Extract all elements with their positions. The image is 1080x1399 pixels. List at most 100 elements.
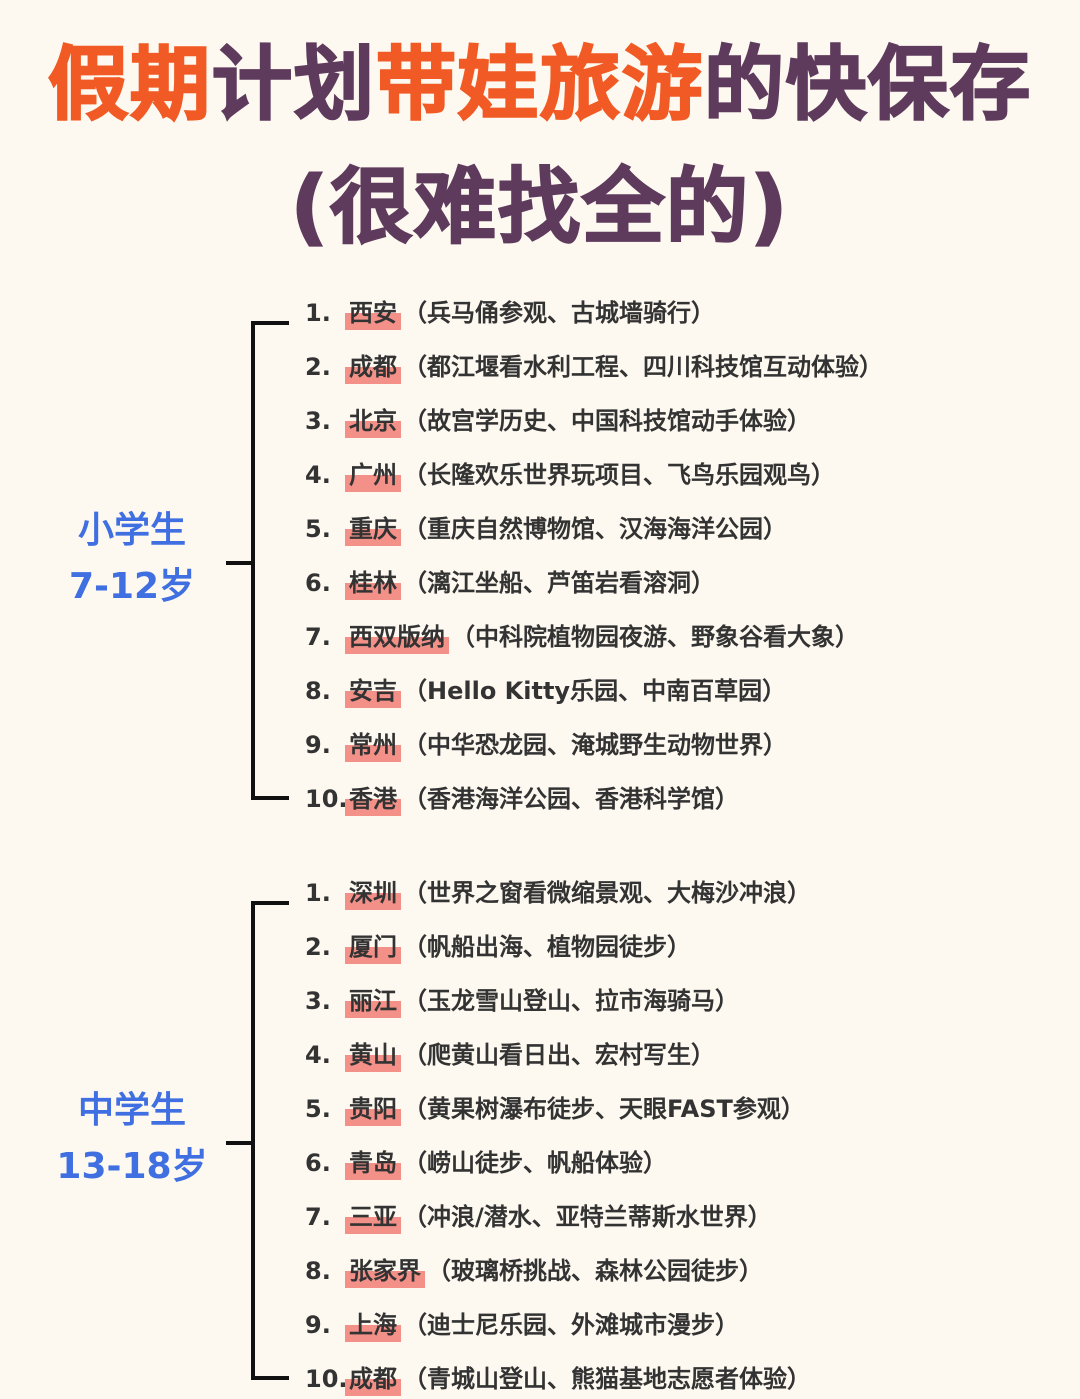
item-number: 2. — [305, 933, 331, 961]
item-number: 8. — [305, 1257, 331, 1285]
item-number: 7. — [305, 623, 331, 651]
group-label: 中学生 13-18岁 — [32, 1083, 232, 1195]
list-item: 6. 青岛（崂山徒步、帆船体验） — [305, 1143, 667, 1183]
item-number: 10. — [305, 1365, 348, 1393]
item-number: 4. — [305, 1041, 331, 1069]
bracket-line — [251, 321, 255, 800]
item-description: （故宫学历史、中国科技馆动手体验） — [403, 407, 811, 435]
list-item: 4. 广州（长隆欢乐世界玩项目、飞鸟乐园观鸟） — [305, 455, 835, 495]
list-item: 5. 重庆（重庆自然博物馆、汉海海洋公园） — [305, 509, 787, 549]
bracket-tick-top — [251, 321, 289, 325]
item-city: 张家界 — [345, 1251, 425, 1291]
item-city: 西安 — [345, 293, 401, 333]
item-description: （玉龙雪山登山、拉市海骑马） — [403, 987, 739, 1015]
title-part-plan: 计划 — [211, 37, 376, 132]
item-city: 香港 — [345, 779, 401, 819]
list-item: 4. 黄山（爬黄山看日出、宏村写生） — [305, 1035, 715, 1075]
item-number: 1. — [305, 879, 331, 907]
item-description: （黄果树瀑布徒步、天眼FAST参观） — [403, 1095, 805, 1123]
list-item: 1. 西安（兵马俑参观、古城墙骑行） — [305, 293, 715, 333]
bracket-line — [251, 901, 255, 1380]
list-item: 10.香港（香港海洋公园、香港科学馆） — [305, 779, 739, 819]
item-description: （迪士尼乐园、外滩城市漫步） — [403, 1311, 739, 1339]
item-description: （中科院植物园夜游、野象谷看大象） — [451, 623, 859, 651]
list-item: 2. 成都（都江堰看水利工程、四川科技馆互动体验） — [305, 347, 883, 387]
item-city: 西双版纳 — [345, 617, 449, 657]
list-item: 9. 常州（中华恐龙园、淹城野生动物世界） — [305, 725, 787, 765]
group-label: 小学生 7-12岁 — [32, 503, 232, 615]
list-item: 10.成都（青城山登山、熊猫基地志愿者体验） — [305, 1359, 811, 1399]
item-description: （兵马俑参观、古城墙骑行） — [403, 299, 715, 327]
page-subtitle: (很难找全的) — [290, 159, 790, 256]
item-description: （长隆欢乐世界玩项目、飞鸟乐园观鸟） — [403, 461, 835, 489]
list-item: 9. 上海（迪士尼乐园、外滩城市漫步） — [305, 1305, 739, 1345]
item-description: （青城山登山、熊猫基地志愿者体验） — [403, 1365, 811, 1393]
item-description: （中华恐龙园、淹城野生动物世界） — [403, 731, 787, 759]
item-city: 重庆 — [345, 509, 401, 549]
bracket-tick-bottom — [251, 796, 289, 800]
item-description: （Hello Kitty乐园、中南百草园） — [403, 677, 787, 705]
bracket-tick-middle — [226, 1141, 253, 1145]
list-item: 6. 桂林（漓江坐船、芦笛岩看溶洞） — [305, 563, 715, 603]
item-number: 3. — [305, 987, 331, 1015]
item-city: 桂林 — [345, 563, 401, 603]
item-number: 1. — [305, 299, 331, 327]
item-description: （崂山徒步、帆船体验） — [403, 1149, 667, 1177]
list-item: 3. 北京（故宫学历史、中国科技馆动手体验） — [305, 401, 811, 441]
item-number: 6. — [305, 1149, 331, 1177]
item-city: 安吉 — [345, 671, 401, 711]
item-city: 厦门 — [345, 927, 401, 967]
list-item: 8. 安吉（Hello Kitty乐园、中南百草园） — [305, 671, 786, 711]
item-description: （帆船出海、植物园徒步） — [403, 933, 691, 961]
item-description: （漓江坐船、芦笛岩看溶洞） — [403, 569, 715, 597]
item-number: 6. — [305, 569, 331, 597]
title-part-save: 的快保存 — [703, 37, 1032, 132]
item-number: 8. — [305, 677, 331, 705]
item-city: 丽江 — [345, 981, 401, 1021]
item-number: 10. — [305, 785, 348, 813]
item-city: 常州 — [345, 725, 401, 765]
bracket-tick-bottom — [251, 1376, 289, 1380]
item-description: （玻璃桥挑战、森林公园徒步） — [427, 1257, 763, 1285]
item-number: 5. — [305, 515, 331, 543]
item-number: 4. — [305, 461, 331, 489]
list-item: 1. 深圳（世界之窗看微缩景观、大梅沙冲浪） — [305, 873, 811, 913]
item-city: 北京 — [345, 401, 401, 441]
list-item: 8. 张家界（玻璃桥挑战、森林公园徒步） — [305, 1251, 763, 1291]
item-description: （世界之窗看微缩景观、大梅沙冲浪） — [403, 879, 811, 907]
item-number: 9. — [305, 731, 331, 759]
group-name: 中学生 — [77, 1090, 186, 1131]
list-item: 7. 三亚（冲浪/潜水、亚特兰蒂斯水世界） — [305, 1197, 772, 1237]
item-number: 7. — [305, 1203, 331, 1231]
item-city: 贵阳 — [345, 1089, 401, 1129]
item-description: （重庆自然博物馆、汉海海洋公园） — [403, 515, 787, 543]
list-item: 2. 厦门（帆船出海、植物园徒步） — [305, 927, 691, 967]
item-city: 广州 — [345, 455, 401, 495]
bracket-tick-top — [251, 901, 289, 905]
list-item: 7. 西双版纳（中科院植物园夜游、野象谷看大象） — [305, 617, 859, 657]
item-number: 3. — [305, 407, 331, 435]
item-city: 上海 — [345, 1305, 401, 1345]
bracket-tick-middle — [226, 561, 253, 565]
title-part-travel-with-kids: 带娃旅游 — [375, 37, 704, 132]
item-number: 2. — [305, 353, 331, 381]
item-number: 5. — [305, 1095, 331, 1123]
item-city: 深圳 — [345, 873, 401, 913]
item-city: 成都 — [345, 1359, 401, 1399]
item-city: 三亚 — [345, 1197, 401, 1237]
item-description: （爬黄山看日出、宏村写生） — [403, 1041, 715, 1069]
group-age: 7-12岁 — [68, 566, 196, 607]
title-part-holiday: 假期 — [47, 37, 212, 132]
list-item: 3. 丽江（玉龙雪山登山、拉市海骑马） — [305, 981, 739, 1021]
group-name: 小学生 — [77, 510, 186, 551]
item-city: 青岛 — [345, 1143, 401, 1183]
item-city: 黄山 — [345, 1035, 401, 1075]
item-description: （都江堰看水利工程、四川科技馆互动体验） — [403, 353, 883, 381]
list-item: 5. 贵阳（黄果树瀑布徒步、天眼FAST参观） — [305, 1089, 805, 1129]
group-age: 13-18岁 — [56, 1146, 208, 1187]
item-city: 成都 — [345, 347, 401, 387]
item-number: 9. — [305, 1311, 331, 1339]
item-description: （香港海洋公园、香港科学馆） — [403, 785, 739, 813]
item-description: （冲浪/潜水、亚特兰蒂斯水世界） — [403, 1203, 772, 1231]
page-title: 假期计划带娃旅游的快保存 — [0, 30, 1080, 140]
